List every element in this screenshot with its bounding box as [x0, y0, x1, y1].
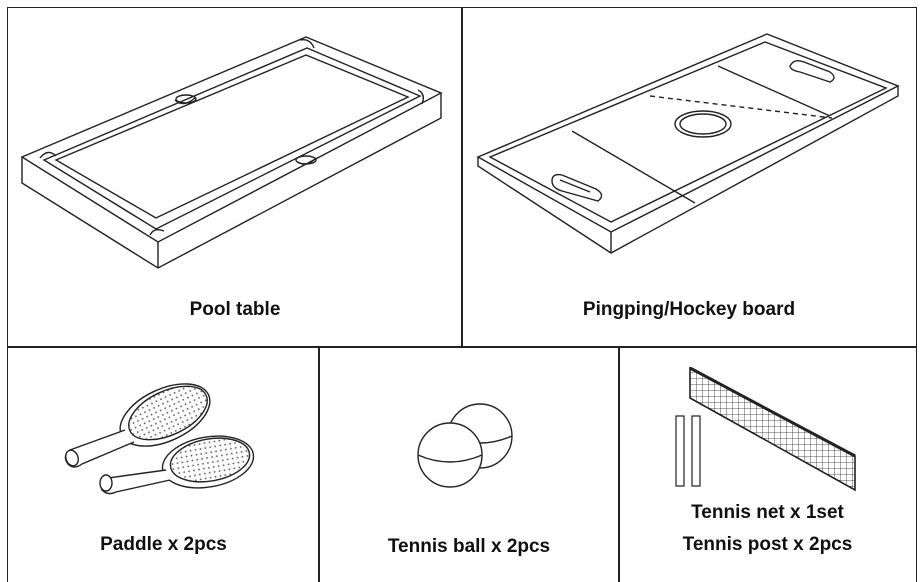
post-label: Tennis post x 2pcs	[682, 534, 853, 555]
cell-pool-table	[7, 7, 463, 348]
cell-board	[461, 7, 917, 348]
net-label: Tennis net x 1set	[691, 502, 844, 523]
ball-label: Tennis ball x 2pcs	[387, 536, 551, 557]
cell-paddle	[7, 346, 320, 582]
cell-ball	[318, 346, 620, 582]
cell-net	[618, 346, 917, 582]
board-label: Pingping/Hockey board	[582, 299, 796, 320]
pool-table-label: Pool table	[189, 299, 281, 320]
paddle-label: Paddle x 2pcs	[100, 534, 227, 555]
